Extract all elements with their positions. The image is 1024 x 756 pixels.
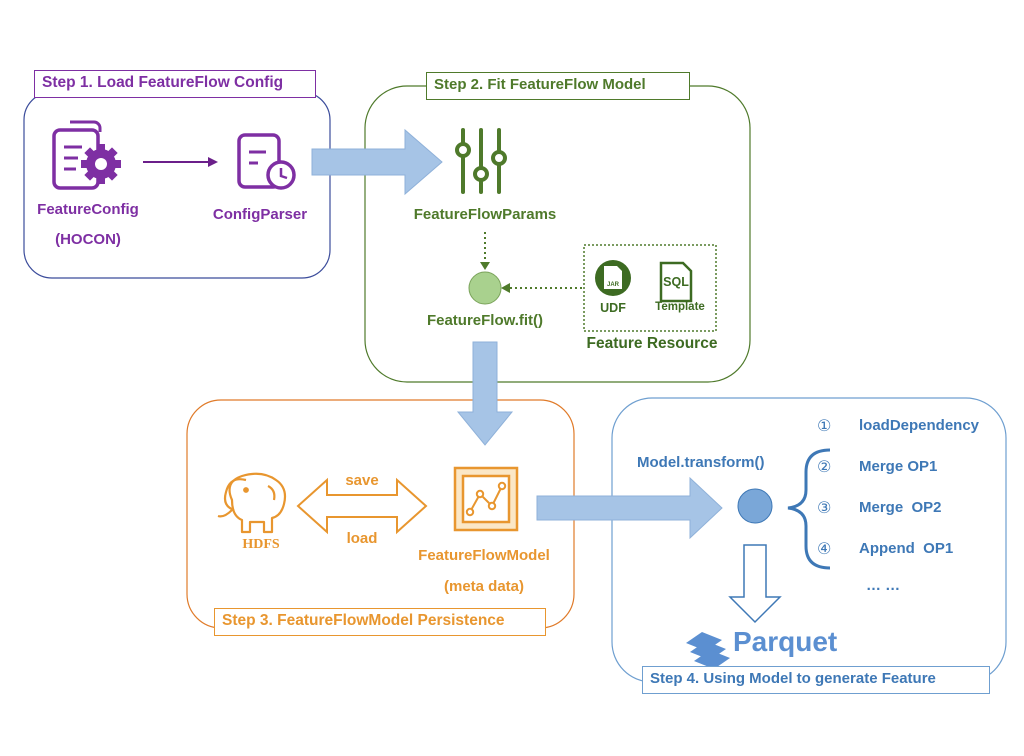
step1-title: Step 1. Load FeatureFlow Config xyxy=(34,70,316,98)
hdfs-label: HDFS xyxy=(242,537,280,552)
jar-label: JAR xyxy=(606,282,619,288)
step2-to-step3-arrow xyxy=(456,341,514,446)
config-parser-label: ConfigParser xyxy=(212,206,308,223)
hdfs-elephant-icon xyxy=(217,472,287,534)
hocon-label: (HOCON) xyxy=(55,231,121,248)
step3-title: Step 3. FeatureFlowModel Persistence xyxy=(214,608,546,636)
feature-resource-box xyxy=(583,244,717,332)
parquet-logo-icon xyxy=(686,632,730,669)
save-label: save xyxy=(345,472,379,489)
params-to-fit-arrowhead xyxy=(480,262,490,270)
resource-to-fit-arrowhead xyxy=(501,283,510,293)
feature-flow-params-label: FeatureFlowParams xyxy=(413,206,557,223)
feature-flow-model-label: FeatureFlowModel xyxy=(418,547,550,564)
feature-config-label: FeatureConfig xyxy=(37,201,139,218)
feature-config-icon xyxy=(52,120,121,190)
step4-title: Step 4. Using Model to generate Feature xyxy=(642,666,990,694)
udf-label: UDF xyxy=(600,301,626,315)
save-load-arrow xyxy=(296,477,428,535)
sql-file-icon xyxy=(659,261,693,303)
transform-node xyxy=(737,488,773,524)
step2-title: Step 2. Fit FeatureFlow Model xyxy=(426,72,690,100)
meta-data-label: (meta data) xyxy=(443,578,525,595)
ops-ellipsis: … … xyxy=(866,577,901,594)
step3-to-step4-arrow xyxy=(536,476,723,540)
op-number: ② xyxy=(817,457,832,476)
parquet-wordmark: Parquet xyxy=(733,626,838,657)
config-parser-icon xyxy=(237,133,296,190)
feature-flow-fit-label: FeatureFlow.fit() xyxy=(426,312,544,329)
op-number: ① xyxy=(817,416,832,435)
ops-brace xyxy=(787,448,831,570)
op-number: ③ xyxy=(817,498,832,517)
load-label: load xyxy=(346,530,378,547)
op-label: loadDependency xyxy=(859,417,980,434)
model-transform-label: Model.transform() xyxy=(637,454,765,471)
model-icon xyxy=(453,466,519,532)
fit-node xyxy=(468,271,502,305)
op-label: Merge OP1 xyxy=(859,458,938,475)
jar-file-icon xyxy=(595,260,631,296)
op-label: Append OP1 xyxy=(859,540,954,557)
sliders-icon xyxy=(455,128,507,194)
feature-resource-label: Feature Resource xyxy=(586,335,718,352)
sql-label: SQL xyxy=(663,275,689,289)
transform-to-parquet-arrow xyxy=(728,544,782,624)
template-label: Template xyxy=(655,301,705,313)
op-number: ④ xyxy=(817,539,832,558)
step1-to-step2-arrow xyxy=(311,128,443,196)
op-label: Merge OP2 xyxy=(859,499,942,516)
config-to-parser-arrowhead xyxy=(208,157,218,167)
